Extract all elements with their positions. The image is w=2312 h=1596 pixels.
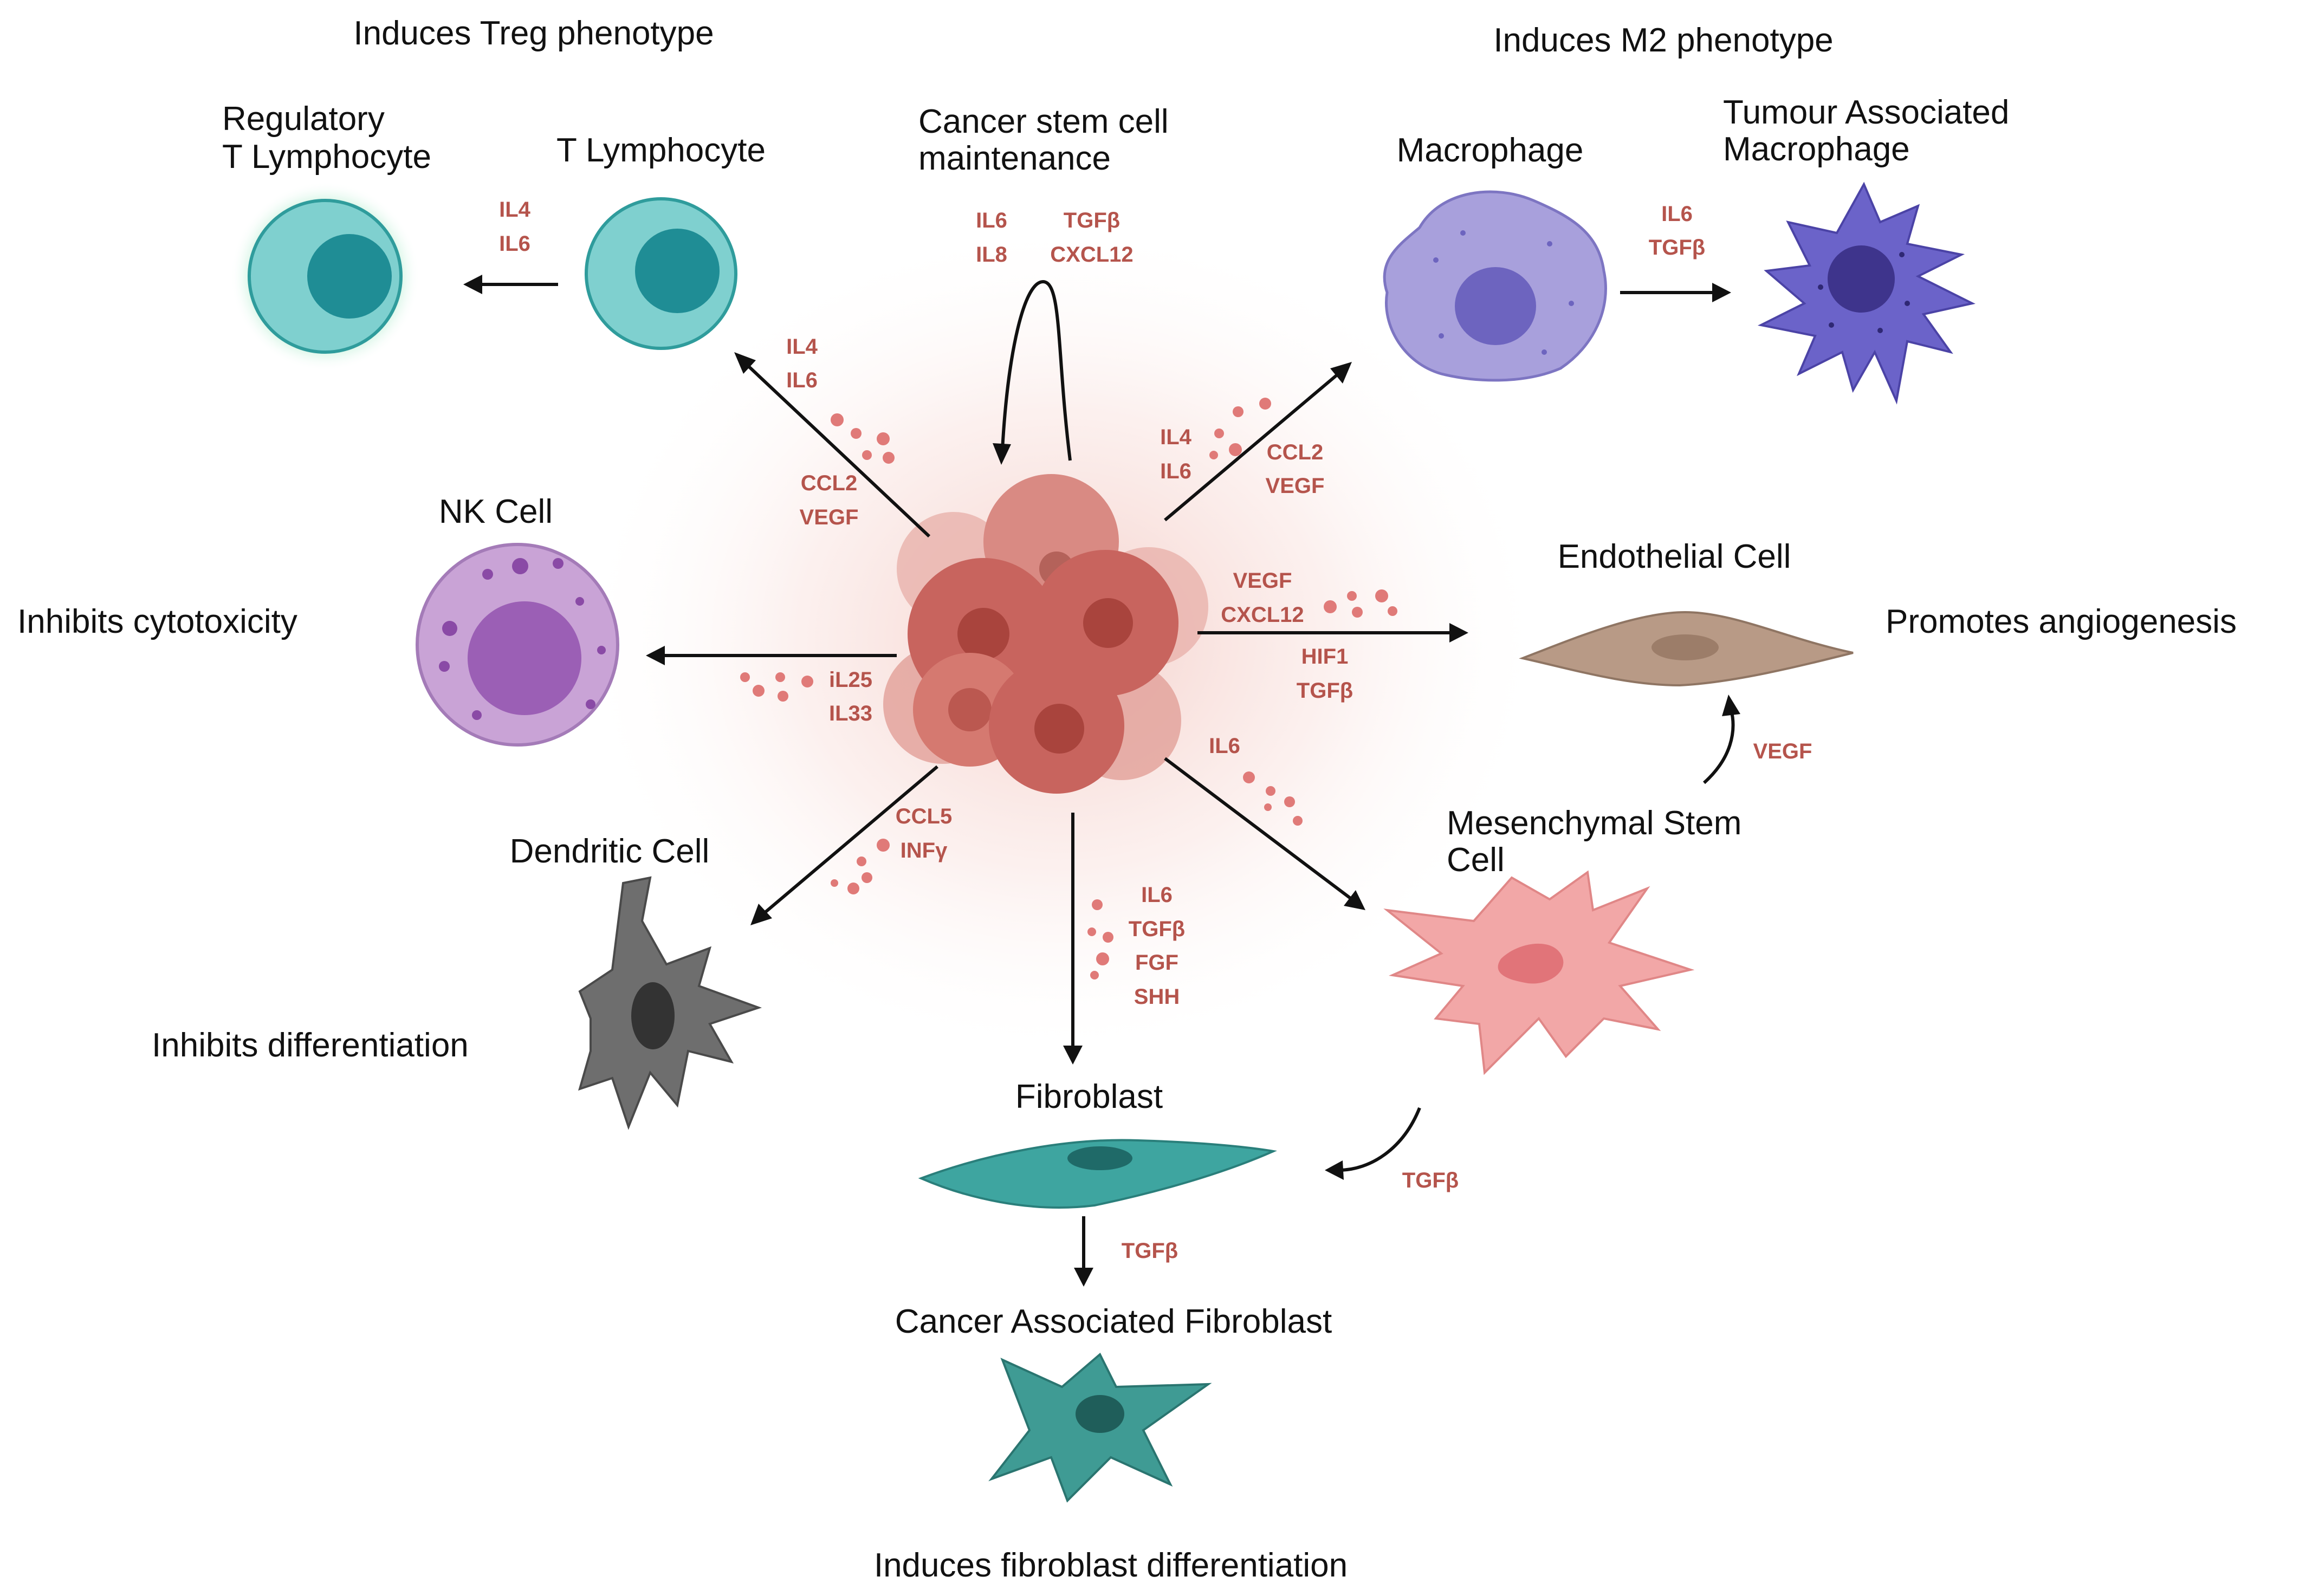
tumor-to-dendritic-arrowhead	[750, 904, 772, 925]
msc-to-fibroblast-arrowhead	[1325, 1160, 1344, 1180]
dendritic-cytokine-dots	[831, 839, 890, 894]
tumor-to-msc-arrowhead	[1344, 890, 1365, 910]
nk-nucleus	[468, 601, 581, 715]
msc-label-2: Cell	[1447, 841, 1505, 879]
inhibits-differentiation-text: Inhibits differentiation	[152, 1027, 469, 1064]
nk-granules	[439, 558, 606, 720]
macrophage-label: Macrophage	[1397, 132, 1584, 169]
macrophage-granules	[1433, 230, 1574, 355]
csc-loop-arrow	[1001, 280, 1072, 461]
msc-to-fibroblast-arrow	[1338, 1107, 1421, 1172]
macrophage-cytokine-dots	[1209, 398, 1271, 459]
tumor-to-endothelial-arrowhead	[1449, 623, 1468, 643]
t-lymphocyte-label: T Lymphocyte	[556, 132, 766, 169]
t-cytokine-4: VEGF	[800, 505, 859, 529]
msc-to-fibroblast-cytokine: TGFβ	[1402, 1169, 1459, 1192]
fibroblast-cytokine-4: SHH	[1134, 985, 1180, 1009]
treg-cytokine-2: IL6	[499, 232, 530, 256]
csc-label-2: maintenance	[918, 140, 1111, 177]
fibroblast-cytokine-2: TGFβ	[1129, 917, 1185, 941]
macrophage-cytokine-1: IL4	[1160, 425, 1192, 449]
csc-cytokine-3: TGFβ	[1064, 209, 1120, 232]
msc-cytokine: IL6	[1209, 734, 1240, 758]
endothelial-nucleus	[1652, 634, 1719, 660]
treg-cytokine-1: IL4	[499, 198, 531, 222]
msc-cytokine-dots	[1243, 771, 1303, 826]
dendritic-label: Dendritic Cell	[510, 833, 710, 870]
nk-cytokine-dots	[740, 672, 813, 702]
nk-cytokine-1: iL25	[829, 668, 872, 692]
tam-label-1: Tumour Associated	[1723, 94, 2009, 131]
fibroblast-label: Fibroblast	[1015, 1078, 1163, 1115]
tam-cytokine-2: TGFβ	[1649, 236, 1705, 259]
tam-cytokine-1: IL6	[1661, 202, 1693, 226]
fibroblast-cytokine-3: FGF	[1135, 951, 1178, 975]
fibroblast-cell	[918, 1139, 1277, 1209]
dendritic-cytokine-1: CCL5	[896, 805, 952, 828]
endothelial-cytokine-dots	[1324, 589, 1397, 618]
tumor-to-msc-arrow	[1164, 757, 1353, 901]
regulatory-t-label-1: Regulatory	[222, 100, 385, 138]
t-cytokine-3: CCL2	[801, 471, 857, 495]
t-cytokine-1: IL4	[786, 335, 818, 359]
nk-label: NK Cell	[439, 493, 553, 530]
macrophage-nucleus	[1455, 267, 1536, 345]
tam-nucleus	[1828, 245, 1895, 313]
msc-vegf-cytokine: VEGF	[1753, 739, 1812, 763]
tumor-to-macrophage-arrowhead	[1330, 362, 1352, 384]
regulatory-t-label-2: T Lymphocyte	[222, 138, 431, 176]
tam-granules	[1818, 252, 1910, 333]
msc-to-endothelial-arrow	[1702, 709, 1735, 784]
treg-nucleus	[307, 234, 392, 319]
csc-cytokine-2: IL8	[976, 243, 1007, 267]
induces-treg-text: Induces Treg phenotype	[353, 15, 714, 52]
macrophage-to-tam-arrowhead	[1712, 283, 1731, 302]
macrophage-cytokine-2: IL6	[1160, 459, 1191, 483]
tumor-to-t-arrowhead	[734, 352, 756, 374]
macrophage-cytokine-3: CCL2	[1267, 440, 1323, 464]
tumor-to-fibroblast-arrowhead	[1063, 1046, 1083, 1065]
endothelial-cytokine-4: TGFβ	[1297, 679, 1353, 703]
caf-cytokine: TGFβ	[1122, 1239, 1178, 1263]
macrophage-cytokine-4: VEGF	[1266, 474, 1325, 498]
dendritic-cytokine-2: INFγ	[901, 839, 948, 862]
caf-nucleus	[1076, 1395, 1124, 1433]
tumor-to-t-arrow	[743, 361, 931, 538]
fibroblast-to-caf-arrowhead	[1074, 1268, 1093, 1287]
tumor-cluster	[883, 474, 1208, 794]
tumor-to-macrophage-arrow	[1164, 372, 1339, 522]
csc-cytokine-1: IL6	[976, 209, 1007, 232]
promotes-angiogenesis-text: Promotes angiogenesis	[1886, 603, 2237, 640]
msc-label-1: Mesenchymal Stem	[1447, 805, 1741, 842]
fibroblast-cytokine-dots	[1087, 899, 1113, 979]
endothelial-cytokine-3: HIF1	[1301, 645, 1349, 669]
tumor-to-nk-arrowhead	[646, 646, 665, 665]
inhibits-cytotoxicity-text: Inhibits cytotoxicity	[17, 603, 297, 640]
t-to-treg-arrowhead	[463, 275, 482, 294]
tumor-to-dendritic-arrow	[760, 765, 938, 917]
fibroblast-nucleus	[1067, 1146, 1132, 1170]
caf-label: Cancer Associated Fibroblast	[895, 1303, 1332, 1340]
endothelial-cytokine-2: CXCL12	[1221, 603, 1304, 627]
induces-m2-text: Induces M2 phenotype	[1493, 22, 1833, 59]
t-cytokine-2: IL6	[786, 368, 818, 392]
endothelial-label: Endothelial Cell	[1558, 538, 1791, 575]
msc-nucleus	[1498, 943, 1564, 984]
csc-cytokine-4: CXCL12	[1050, 243, 1133, 267]
csc-label-1: Cancer stem cell	[918, 103, 1169, 140]
tam-label-2: Macrophage	[1723, 131, 1910, 168]
dendritic-nucleus	[631, 982, 675, 1049]
t-lymphocyte-nucleus	[635, 229, 720, 313]
nk-cytokine-2: IL33	[829, 702, 872, 725]
t-cytokine-dots	[831, 413, 895, 464]
endothelial-cytokine-1: VEGF	[1233, 569, 1292, 593]
csc-loop-arrowhead	[993, 443, 1011, 465]
msc-to-endothelial-arrowhead	[1722, 695, 1740, 716]
induces-fibroblast-text: Induces fibroblast differentiation	[874, 1547, 1348, 1584]
fibroblast-cytokine-1: IL6	[1141, 883, 1173, 907]
